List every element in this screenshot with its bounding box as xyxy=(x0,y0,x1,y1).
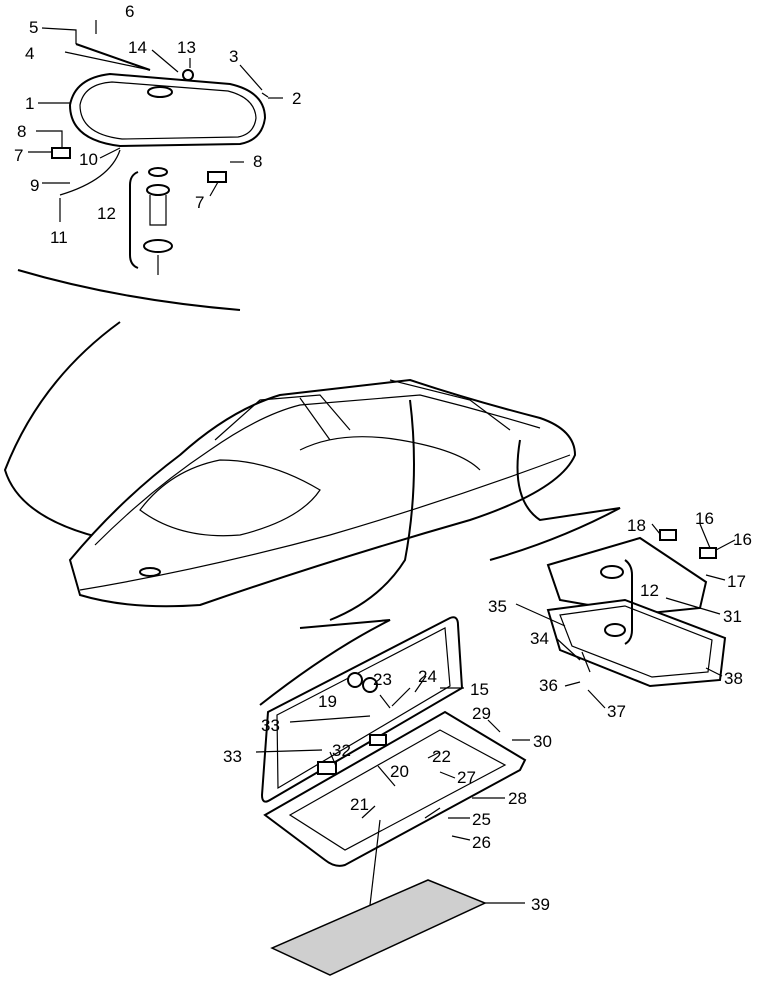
callout-30: 30 xyxy=(533,732,552,751)
callout-23: 23 xyxy=(373,670,392,689)
callout-6: 6 xyxy=(125,2,134,21)
hinge-right xyxy=(207,171,227,183)
callout-13: 13 xyxy=(177,38,196,57)
gas-strut xyxy=(581,651,591,673)
callout-29: 29 xyxy=(472,704,491,723)
hatch-lid-hole xyxy=(147,86,173,98)
callout-34: 34 xyxy=(530,629,549,648)
storage-tub xyxy=(263,710,527,867)
callout-9: 9 xyxy=(30,176,39,195)
right-hatch-assembly xyxy=(546,529,727,688)
callout-19: 19 xyxy=(318,692,337,711)
callout-28: 28 xyxy=(508,789,527,808)
callout-15: 15 xyxy=(470,680,489,699)
latch-23 xyxy=(362,677,378,693)
bow-seating xyxy=(139,459,321,537)
callout-21: 21 xyxy=(350,795,369,814)
callout-18: 18 xyxy=(627,516,646,535)
latch-stack xyxy=(143,167,173,275)
hull-deck-edge xyxy=(94,394,541,546)
small-hatch-frame xyxy=(546,598,727,688)
callout-7b: 7 xyxy=(195,193,204,212)
guide-line-storage xyxy=(259,399,415,706)
drain-25 xyxy=(424,807,441,819)
storage-lid-inner xyxy=(276,627,451,790)
callout-39: 39 xyxy=(531,895,550,914)
hull-outline xyxy=(68,378,577,608)
callout-1: 1 xyxy=(25,94,34,113)
callout-labels: 1 2 3 4 5 6 7 7 8 8 9 10 11 12 12 13 14 … xyxy=(14,2,752,914)
hatch-plug xyxy=(182,69,194,81)
bracket-12-top xyxy=(129,171,139,269)
callout-8b: 8 xyxy=(253,152,262,171)
callout-16a: 16 xyxy=(695,509,714,528)
hinge-left xyxy=(51,147,71,159)
callout-7a: 7 xyxy=(14,146,23,165)
cockpit-seating xyxy=(299,436,481,471)
small-hatch-frame-inner xyxy=(559,605,713,678)
callout-31: 31 xyxy=(723,607,742,626)
hinge-33 xyxy=(369,734,387,746)
leader-lines xyxy=(28,20,736,904)
boat-hull xyxy=(68,378,577,608)
callout-25: 25 xyxy=(472,810,491,829)
storage-tub-inner xyxy=(288,729,507,851)
callout-22: 22 xyxy=(432,747,451,766)
callout-37: 37 xyxy=(607,702,626,721)
callout-12-top: 12 xyxy=(97,204,116,223)
hatch-lid xyxy=(68,72,267,148)
callout-4: 4 xyxy=(25,44,34,63)
small-hinge-right xyxy=(699,547,717,559)
callout-26: 26 xyxy=(472,833,491,852)
small-hinge-left xyxy=(659,529,677,541)
hatch-seal-strip xyxy=(75,43,151,71)
upper-hatch-assembly xyxy=(51,43,269,275)
windshield xyxy=(214,379,511,441)
callout-14: 14 xyxy=(128,38,147,57)
callout-12-right: 12 xyxy=(640,581,659,600)
callout-20: 20 xyxy=(390,762,409,781)
lanyard-cable xyxy=(59,149,121,196)
callout-2: 2 xyxy=(292,89,301,108)
callout-33b: 33 xyxy=(223,747,242,766)
callout-8a: 8 xyxy=(17,122,26,141)
callout-16b: 16 xyxy=(733,530,752,549)
callout-10: 10 xyxy=(79,150,98,169)
bracket-12-right xyxy=(624,559,633,645)
callout-38: 38 xyxy=(724,669,743,688)
callout-32: 32 xyxy=(332,741,351,760)
mat-lead xyxy=(369,819,381,906)
callout-27: 27 xyxy=(457,768,476,787)
callout-24: 24 xyxy=(418,667,437,686)
callout-17: 17 xyxy=(727,572,746,591)
callout-35: 35 xyxy=(488,597,507,616)
storage-compartment xyxy=(260,616,527,867)
callout-5: 5 xyxy=(29,18,38,37)
callout-36: 36 xyxy=(539,676,558,695)
latch-19 xyxy=(347,672,363,688)
callout-33a: 33 xyxy=(261,716,280,735)
small-latch-top xyxy=(600,565,624,579)
guide-line-hatch xyxy=(3,269,241,541)
hatch-lid-inner-edge xyxy=(79,81,257,140)
callout-11: 11 xyxy=(50,228,68,247)
callout-3: 3 xyxy=(229,47,238,66)
bow-hatch-opening xyxy=(139,567,161,577)
mat-shape xyxy=(270,879,487,976)
small-latch-bottom xyxy=(604,623,626,637)
guide-line-lid-right xyxy=(489,439,621,561)
screw-part-2 xyxy=(261,92,269,98)
hinge-32 xyxy=(317,761,337,775)
